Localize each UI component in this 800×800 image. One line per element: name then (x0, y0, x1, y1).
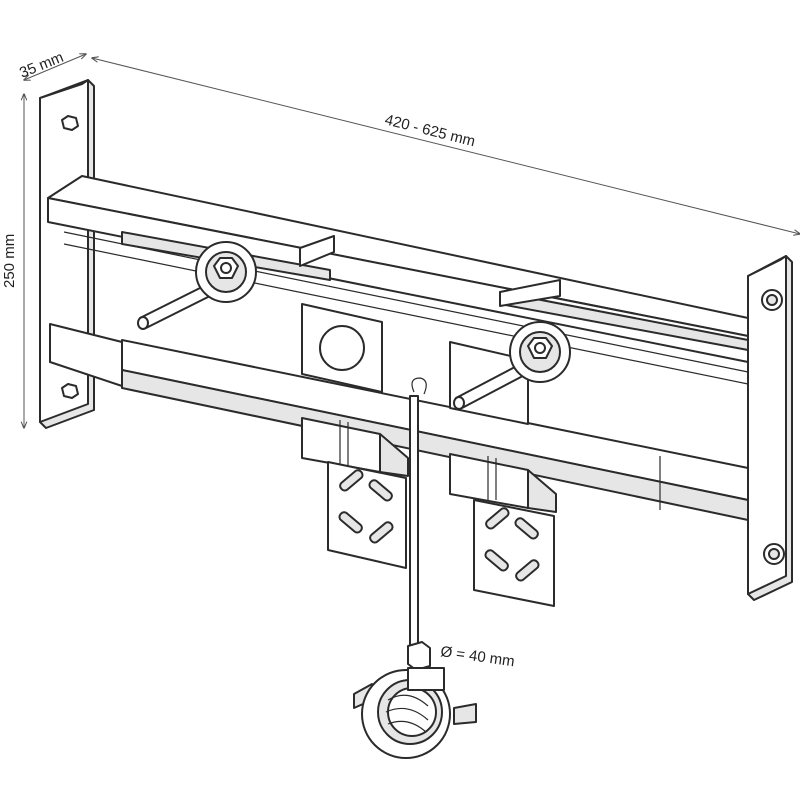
left-threaded-rod (137, 241, 257, 330)
height-label: 250 mm (1, 234, 18, 288)
bottom-rail (49, 323, 749, 521)
nut-bolt-icon (761, 289, 783, 311)
top-rail (47, 175, 749, 385)
left-valve-bracket (301, 303, 409, 569)
pipe-hole (319, 325, 365, 371)
pipe-clamp (353, 667, 477, 759)
left-wall-plate (39, 79, 95, 429)
depth-label: 35 mm (17, 49, 66, 82)
right-wall-plate (747, 255, 793, 601)
width-label: 420 - 625 mm (383, 111, 477, 150)
dimension-lines (24, 54, 800, 428)
hex-nut-icon (407, 641, 431, 671)
diameter-label: Ø = 40 mm (439, 643, 515, 670)
rail-slider-block (299, 235, 335, 267)
width-dimension-line (92, 58, 800, 234)
depth-dimension-line (24, 54, 86, 80)
hanger-rod (407, 377, 431, 671)
rail-slider-block (499, 279, 561, 307)
nut-bolt-icon (763, 543, 785, 565)
hex-bolt-icon (61, 383, 79, 399)
right-threaded-rod (453, 321, 571, 410)
hex-bolt-icon (61, 115, 79, 131)
